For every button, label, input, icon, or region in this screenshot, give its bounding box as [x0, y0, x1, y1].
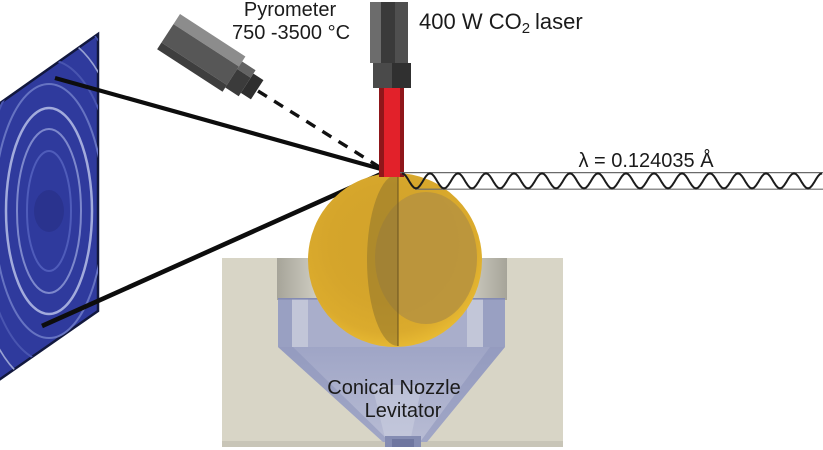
laser-beam-edge-right [400, 88, 404, 177]
pyrometer-body [161, 24, 239, 85]
nozzle-cup-wall-left [278, 298, 292, 347]
laser-label-prefix: 400 W CO [419, 9, 522, 34]
pyrometer-sightline [257, 89, 382, 170]
xray-beam [400, 172, 823, 190]
pyrometer-lens-barrel [225, 69, 251, 97]
laser-housing-right [395, 2, 408, 63]
diffraction-ring [16, 128, 82, 294]
area-detector [0, 31, 100, 382]
levitator-assembly: Conical Nozzle Levitator [222, 258, 563, 447]
nozzle-cone-edge-right [420, 347, 505, 442]
diffraction-ring-bright [4, 106, 94, 316]
laser-beam-edge-left [379, 88, 384, 177]
diffraction-center-spot [34, 190, 64, 232]
pyrometer-label-line2: 750 -3500 °C [232, 22, 350, 44]
laser-housing-left [370, 2, 381, 63]
diffraction-ring [26, 150, 72, 272]
scattered-beam-lower-line [41, 168, 389, 329]
nozzle-cone-highlight [372, 385, 422, 442]
nozzle-cup-highlight-left [292, 298, 308, 347]
pyrometer-body-underside [157, 42, 227, 92]
levitator-label-line2: Levitator [365, 400, 442, 422]
co2-laser-device [370, 2, 411, 177]
laser-label: 400 W CO2 laser [419, 9, 583, 37]
sample-sphere [308, 173, 482, 347]
xray-wave [401, 172, 823, 190]
nozzle-cone-edge-left [278, 347, 390, 442]
nozzle-cup-wall-right [483, 298, 505, 347]
wavelength-label: λ = 0.124035 Å [578, 149, 714, 172]
pyrometer-label-line1: Pyrometer [244, 0, 337, 21]
levitator-label-line1: Conical Nozzle [327, 377, 460, 399]
nozzle-cup-highlight-right [467, 298, 483, 347]
sample-cut-face [367, 174, 398, 346]
scattered-beam-upper-line [54, 75, 382, 172]
laser-housing-center [381, 2, 395, 63]
pyrometer-device [157, 14, 264, 100]
laser-collar-right [392, 63, 411, 88]
diffraction-ring [0, 83, 98, 339]
pyrometer-tip [240, 73, 264, 100]
pyrometer-body-top-face [173, 14, 246, 67]
pyrometer-barrel-top [237, 61, 256, 78]
nozzle-outlet-bore [392, 439, 414, 447]
sample-inner-hemisphere [375, 192, 477, 324]
laser-beam [379, 88, 404, 177]
laser-beam-core [384, 88, 400, 177]
laser-label-subscript: 2 [522, 20, 530, 37]
laser-collar-left [373, 63, 392, 88]
laser-label-suffix: laser [535, 9, 583, 34]
